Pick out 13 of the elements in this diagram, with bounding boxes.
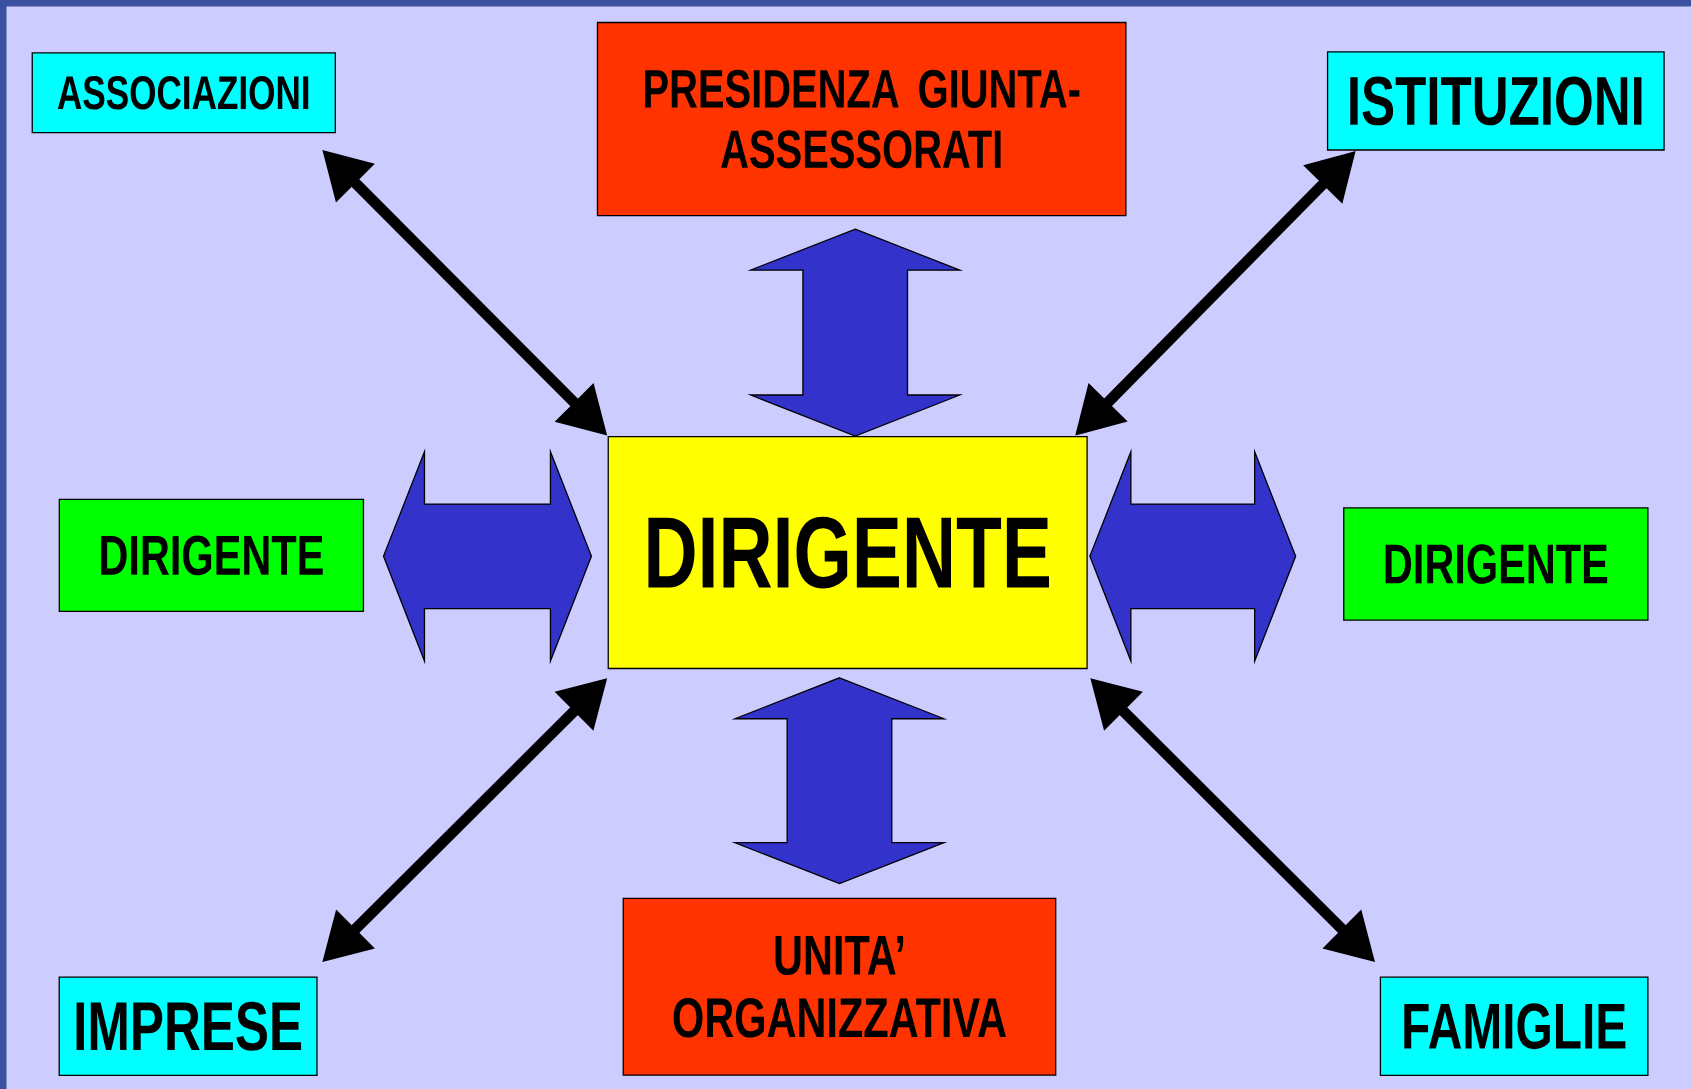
block-arrow: [382, 448, 593, 665]
label-box: UNITA’ ORGANIZZATIVA: [622, 897, 1057, 1076]
label-box: DIRIGENTE: [1343, 507, 1649, 621]
label-box: PRESIDENZA GIUNTA- ASSESSORATI: [596, 21, 1127, 217]
block-arrow: [747, 228, 964, 437]
block-arrow: [1089, 448, 1297, 665]
block-arrow: [731, 677, 948, 885]
label-box: IMPRESE: [58, 976, 318, 1076]
label-box: FAMIGLIE: [1379, 976, 1649, 1076]
label-box: DIRIGENTE: [607, 435, 1088, 670]
label-box: ASSOCIAZIONI: [31, 52, 336, 134]
label-box: ISTITUZIONI: [1326, 51, 1665, 151]
label-box: DIRIGENTE: [58, 498, 365, 612]
